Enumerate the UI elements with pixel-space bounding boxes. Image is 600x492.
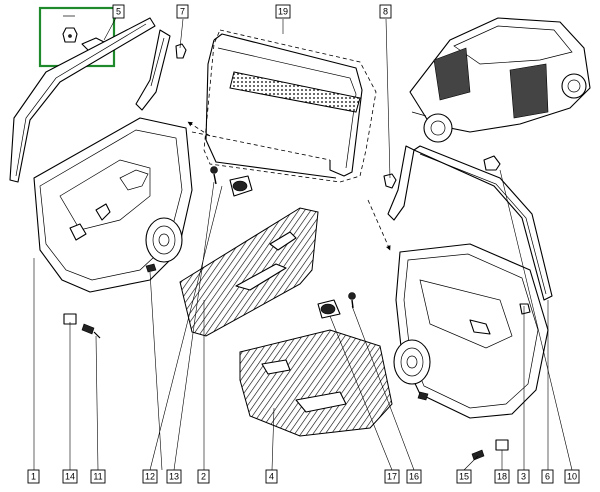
callout-19[interactable]: 19	[275, 4, 291, 19]
callout-1-text: 1	[31, 472, 36, 482]
callout-3[interactable]: 3	[517, 469, 530, 484]
callout-13-text: 13	[169, 472, 179, 482]
assembly-leader-left-arrow	[187, 121, 211, 137]
right-door-panel	[393, 243, 549, 419]
callout-15-text: 15	[459, 472, 469, 482]
callout-10-text: 10	[567, 472, 577, 482]
callout-6-text: 6	[545, 472, 550, 482]
callout-2[interactable]: 2	[197, 469, 210, 484]
callout-18-text: 18	[497, 472, 507, 482]
callout-8[interactable]: 8	[379, 4, 392, 19]
callout-12[interactable]: 12	[142, 469, 158, 484]
callout-16-text: 16	[409, 472, 419, 482]
callout-13[interactable]: 13	[166, 469, 182, 484]
screw-right	[348, 292, 356, 309]
car-overview	[409, 17, 591, 143]
callout-4-text: 4	[269, 472, 274, 482]
lower-lining-panel	[239, 329, 393, 437]
callout-4[interactable]: 4	[265, 469, 278, 484]
callout-19-text: 19	[278, 7, 288, 17]
right-clip	[317, 299, 341, 319]
callout-1[interactable]: 1	[27, 469, 40, 484]
leader-lines	[33, 13, 573, 471]
callout-8-text: 8	[383, 7, 388, 17]
right-upper-trim-strip	[413, 145, 553, 301]
callout-2-text: 2	[201, 472, 206, 482]
callout-7-text: 7	[180, 7, 185, 17]
callout-10[interactable]: 10	[564, 469, 580, 484]
left-door-panel	[33, 117, 193, 293]
callout-3-text: 3	[521, 472, 526, 482]
assembly-leader-left	[191, 131, 331, 161]
callout-12-text: 12	[145, 472, 155, 482]
callout-17[interactable]: 17	[384, 469, 400, 484]
callout-11[interactable]: 11	[90, 469, 106, 484]
callout-17-text: 17	[387, 472, 397, 482]
screw-upper	[210, 166, 218, 185]
callout-14-text: 14	[65, 472, 75, 482]
bottom-left-fasteners	[63, 313, 101, 339]
bottom-right-fasteners	[471, 439, 509, 461]
speaker-clip	[229, 175, 253, 197]
door-seal	[203, 29, 377, 183]
callout-5[interactable]: 5	[112, 4, 125, 19]
left-pillar-trim	[135, 29, 187, 111]
callout-11-text: 11	[93, 472, 102, 482]
callout-7[interactable]: 7	[176, 4, 189, 19]
callout-6[interactable]: 6	[541, 469, 554, 484]
upper-lining-panel	[179, 207, 319, 337]
left-upper-trim-strip	[9, 17, 156, 183]
assembly-leader-right	[367, 199, 391, 251]
right-pillar-trim	[383, 145, 415, 221]
callout-15[interactable]: 15	[456, 469, 472, 484]
callout-18[interactable]: 18	[494, 469, 510, 484]
callout-16[interactable]: 16	[406, 469, 422, 484]
callout-14[interactable]: 14	[62, 469, 78, 484]
callout-5-text: 5	[116, 7, 121, 17]
